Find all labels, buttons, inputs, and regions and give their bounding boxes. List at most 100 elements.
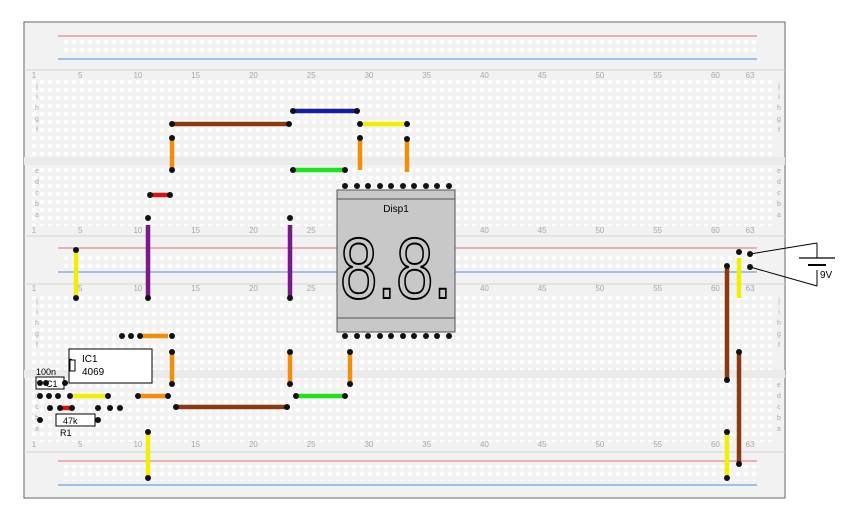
pin bbox=[354, 333, 360, 339]
row-letter: c bbox=[35, 190, 39, 197]
pin bbox=[135, 393, 141, 399]
column-number: 55 bbox=[653, 440, 662, 449]
pin bbox=[145, 215, 151, 221]
pin bbox=[95, 405, 101, 411]
pin bbox=[377, 183, 383, 189]
pins bbox=[37, 108, 753, 481]
column-number: 5 bbox=[78, 71, 83, 80]
pin bbox=[357, 135, 363, 141]
row-letter: i bbox=[778, 94, 780, 101]
pin bbox=[73, 247, 79, 253]
column-number: 55 bbox=[653, 71, 662, 80]
capacitor-ref-label: C1 bbox=[46, 379, 58, 389]
pin bbox=[400, 333, 406, 339]
ic-4069[interactable]: IC1 4069 bbox=[68, 348, 153, 384]
column-number: 1 bbox=[32, 71, 37, 80]
pin bbox=[55, 393, 61, 399]
row-letter: b bbox=[777, 201, 781, 208]
column-number: 63 bbox=[746, 440, 755, 449]
pin bbox=[357, 121, 363, 127]
pin bbox=[365, 183, 371, 189]
pin bbox=[57, 405, 63, 411]
column-number: 20 bbox=[249, 71, 258, 80]
pin bbox=[287, 349, 293, 355]
pin bbox=[354, 108, 360, 114]
pin bbox=[287, 295, 293, 301]
row-letter: g bbox=[35, 331, 39, 338]
column-number: 63 bbox=[746, 71, 755, 80]
pin bbox=[377, 333, 383, 339]
pin bbox=[434, 333, 440, 339]
pin bbox=[736, 461, 742, 467]
pin bbox=[347, 381, 353, 387]
column-number: 1 bbox=[32, 440, 37, 449]
pin bbox=[411, 333, 417, 339]
pin bbox=[169, 167, 175, 173]
pin bbox=[145, 429, 151, 435]
row-letter: f bbox=[36, 342, 38, 349]
column-number: 20 bbox=[249, 440, 258, 449]
row-letter: b bbox=[777, 415, 781, 422]
column-number: 30 bbox=[364, 71, 373, 80]
resistor-value-label: 47k bbox=[63, 416, 78, 426]
pin bbox=[47, 405, 53, 411]
pin bbox=[400, 183, 406, 189]
row-letter: i bbox=[36, 94, 38, 101]
row-letter: g bbox=[777, 116, 781, 123]
row-letter: h bbox=[35, 105, 39, 112]
pin bbox=[342, 393, 348, 399]
pin bbox=[736, 249, 742, 255]
row-letter: g bbox=[35, 116, 39, 123]
pin bbox=[46, 393, 52, 399]
pin bbox=[423, 333, 429, 339]
row-letter: h bbox=[777, 105, 781, 112]
pin bbox=[169, 121, 175, 127]
resistor-ref-label: R1 bbox=[60, 428, 72, 438]
pin bbox=[342, 167, 348, 173]
ic-part-label: 4069 bbox=[82, 367, 105, 378]
pin bbox=[388, 333, 394, 339]
row-letter: f bbox=[778, 127, 780, 134]
column-number: 45 bbox=[538, 284, 547, 293]
row-letter: a bbox=[777, 426, 781, 433]
pin bbox=[347, 349, 353, 355]
row-letters: jjiihhggffeeddccbbaajjiihhggffeeddccbbaa bbox=[35, 83, 781, 433]
battery-9v[interactable]: 9V bbox=[749, 242, 835, 287]
column-number: 55 bbox=[653, 226, 662, 235]
pin bbox=[747, 264, 753, 270]
pin bbox=[128, 333, 134, 339]
column-number: 40 bbox=[480, 71, 489, 80]
pin bbox=[169, 333, 175, 339]
seven-segment-display[interactable]: Disp1 8.8. bbox=[336, 189, 456, 333]
column-number: 15 bbox=[191, 71, 200, 80]
row-letter: e bbox=[777, 382, 781, 389]
pin bbox=[736, 349, 742, 355]
column-number: 15 bbox=[191, 284, 200, 293]
column-number: 30 bbox=[364, 440, 373, 449]
pin bbox=[145, 295, 151, 301]
row-letter: g bbox=[777, 331, 781, 338]
pin bbox=[165, 393, 171, 399]
row-letter: e bbox=[777, 168, 781, 175]
pin bbox=[37, 393, 43, 399]
power-rail-top bbox=[58, 35, 757, 60]
pin bbox=[423, 183, 429, 189]
column-number: 45 bbox=[538, 71, 547, 80]
column-number: 35 bbox=[422, 71, 431, 80]
row-letter: h bbox=[35, 320, 39, 327]
pin bbox=[342, 333, 348, 339]
capacitor-c1[interactable]: 100n C1 bbox=[35, 367, 65, 390]
row-letter: f bbox=[778, 342, 780, 349]
column-number: 50 bbox=[595, 71, 604, 80]
column-number: 50 bbox=[595, 440, 604, 449]
column-number: 63 bbox=[746, 226, 755, 235]
row-letter: d bbox=[777, 179, 781, 186]
row-letter: a bbox=[35, 212, 39, 219]
pin bbox=[37, 417, 43, 423]
pin bbox=[67, 393, 73, 399]
column-number: 40 bbox=[480, 226, 489, 235]
pin bbox=[290, 167, 296, 173]
pin bbox=[354, 183, 360, 189]
row-letter: j bbox=[35, 83, 38, 90]
